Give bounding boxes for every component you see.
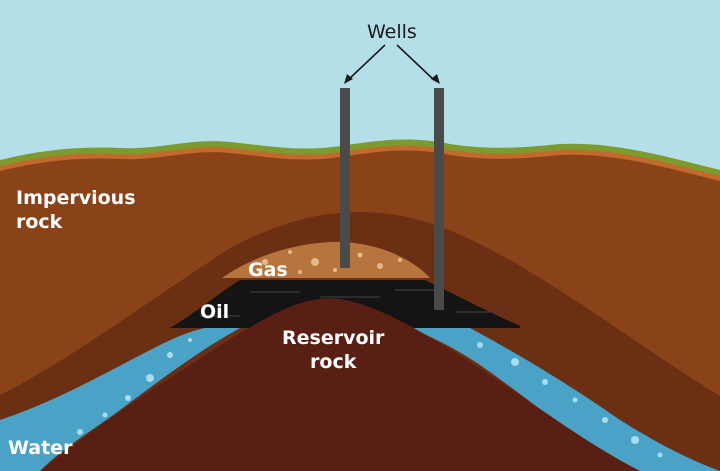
wells-label: Wells xyxy=(367,21,417,43)
water-layer xyxy=(0,328,240,471)
impervious-rock-label: Impervious rock xyxy=(16,186,136,234)
reservoir-rock-label: Reservoir rock xyxy=(282,326,384,374)
impervious-rock-text: Impervious rock xyxy=(16,187,136,233)
wells-pointer-arrows xyxy=(347,44,435,81)
oil-label: Oil xyxy=(200,301,230,323)
arrow-heads xyxy=(344,74,440,84)
water-bubbles xyxy=(77,338,663,458)
well-pipe-right xyxy=(434,88,444,310)
reservoir-rock-text: Reservoir rock xyxy=(282,327,385,373)
gas-label: Gas xyxy=(248,259,288,281)
water-layer-right xyxy=(410,328,720,471)
gas-cap xyxy=(222,241,430,278)
well-pipe-left xyxy=(340,88,350,268)
reservoir-rock xyxy=(40,298,640,471)
oil-streaks xyxy=(200,289,500,317)
water-label: Water xyxy=(8,437,73,459)
gas-bubbles xyxy=(262,250,402,274)
